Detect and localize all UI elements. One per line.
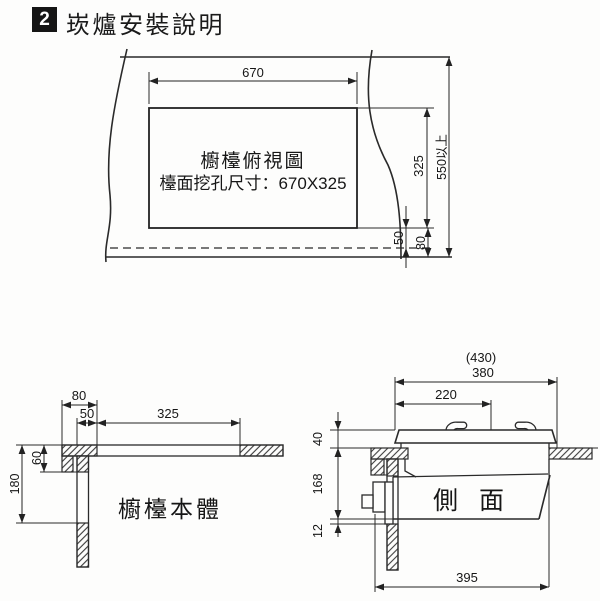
dim-80-front: 80: [414, 228, 432, 257]
section-header: 2 崁爐安裝說明: [0, 0, 600, 40]
side-view-label: 側面: [433, 487, 525, 515]
cabinet-body-label: 櫥檯本體: [118, 496, 222, 522]
dim-670: 670: [148, 65, 358, 104]
cutout-rectangle: [148, 107, 358, 229]
dim-180: 180: [8, 445, 26, 523]
dim-380: 380: [395, 365, 557, 386]
dim-670-value: 670: [242, 65, 264, 80]
dim-395-value: 395: [456, 570, 478, 585]
dim-168: 168: [311, 448, 342, 519]
cutout-caption-line1: 櫥檯俯視圖: [200, 150, 305, 172]
dim-550-value: 550以上: [435, 134, 449, 180]
dim-180-value: 180: [8, 474, 22, 495]
panel-side-hatch-top: [386, 458, 399, 477]
panel-hatch-bottom: [76, 522, 90, 568]
dim-325-value: 325: [411, 155, 426, 177]
stove-top-plate: [393, 429, 558, 444]
dim-430-value: (430): [466, 350, 496, 365]
burner-support-left: [445, 421, 468, 431]
dim-60: 60: [30, 445, 48, 472]
dim-395: 395: [375, 570, 549, 591]
dim-550-min: 550以上: [435, 57, 453, 257]
dim-80-left: 80: [62, 388, 97, 409]
break-line-right: [367, 49, 402, 260]
clamp-bracket: [372, 481, 386, 513]
dim-40-value: 40: [311, 432, 325, 446]
dim-60-value: 60: [30, 451, 44, 465]
front-edge-band: [61, 455, 74, 473]
dim-325-left: 325: [97, 406, 240, 427]
dim-325: 325: [357, 107, 434, 229]
stove-side-section: (430) 380 220 40 168: [311, 350, 598, 592]
dim-80-value: 80: [72, 388, 86, 403]
burner-support-right: [514, 421, 537, 431]
dim-12: 12: [311, 506, 342, 538]
counter-slab-right: [548, 447, 593, 460]
dim-50-front: 50: [392, 206, 410, 268]
section-number-badge: 2: [32, 7, 57, 32]
slab-hatch-right: [239, 444, 284, 457]
break-line-left: [104, 48, 128, 263]
cabinet-body-section: 80 50 325 60 180 櫥檯本體: [8, 388, 284, 568]
dim-380-value: 380: [472, 365, 494, 380]
slab-hatch-left: [61, 444, 98, 457]
dim-168-value: 168: [311, 474, 325, 495]
dim-80-value: 80: [414, 236, 428, 250]
clamp-plate: [384, 481, 394, 525]
clamp-screw-head: [361, 494, 374, 509]
front-edge-band-side: [370, 458, 385, 476]
dim-50-value: 50: [392, 231, 406, 245]
panel-hatch-top: [76, 455, 90, 473]
dim-40: 40: [311, 412, 342, 466]
counter-slab-left: [370, 447, 409, 460]
cutout-caption-line2: 檯面挖孔尺寸：670X325: [159, 174, 346, 193]
dim-220: 220: [395, 387, 491, 408]
countertop-top-view: 櫥檯俯視圖 檯面挖孔尺寸：670X325 670 325 550以上 50: [104, 48, 453, 268]
dim-12-value: 12: [311, 524, 325, 538]
dim-50-left: 50: [77, 406, 97, 427]
section-title: 崁爐安裝說明: [66, 12, 225, 39]
dim-220-value: 220: [435, 387, 457, 402]
panel-side-hatch-bottom: [386, 523, 399, 571]
dim-325-value: 325: [157, 406, 179, 421]
dim-50-value: 50: [80, 406, 94, 421]
